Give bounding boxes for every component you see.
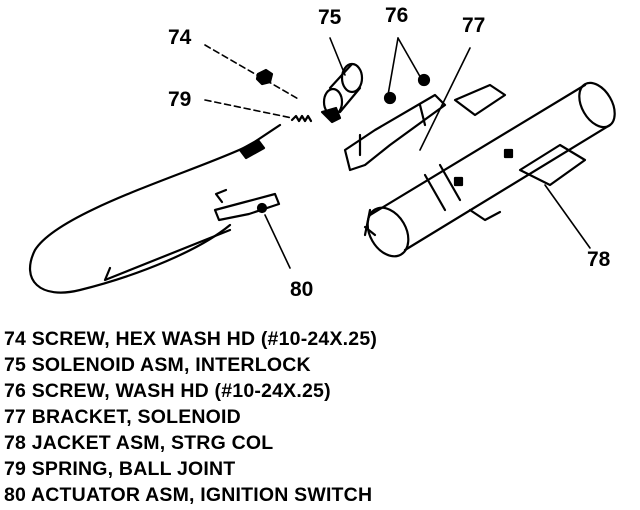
solenoid-75 xyxy=(320,62,364,124)
callout-79: 79 xyxy=(168,88,192,111)
spring-79 xyxy=(290,114,313,123)
legend-item-80: 80 ACTUATOR ASM, IGNITION SWITCH xyxy=(4,484,373,506)
callout-76: 76 xyxy=(385,4,409,27)
callout-80: 80 xyxy=(290,278,314,301)
leader-lines xyxy=(204,37,591,269)
exploded-parts-drawing xyxy=(29,37,616,294)
actuator-cable-80 xyxy=(29,123,282,294)
callout-75: 75 xyxy=(318,6,342,29)
screws-76 xyxy=(383,73,431,105)
callout-77: 77 xyxy=(462,14,486,37)
parts-legend: 74 SCREW, HEX WASH HD (#10-24X.25) 75 SO… xyxy=(4,326,377,508)
legend-item-77: 77 BRACKET, SOLENOID xyxy=(4,406,241,428)
callout-78: 78 xyxy=(587,248,611,271)
jacket-assembly-78 xyxy=(363,81,616,258)
legend-item-76: 76 SCREW, WASH HD (#10-24X.25) xyxy=(4,380,331,402)
legend-item-78: 78 JACKET ASM, STRG COL xyxy=(4,432,274,454)
bracket-77 xyxy=(343,93,447,172)
callout-74: 74 xyxy=(168,26,192,49)
screw-74 xyxy=(255,68,274,86)
legend-item-75: 75 SOLENOID ASM, INTERLOCK xyxy=(4,354,311,376)
legend-item-79: 79 SPRING, BALL JOINT xyxy=(4,458,236,480)
legend-item-74: 74 SCREW, HEX WASH HD (#10-24X.25) xyxy=(4,328,378,350)
